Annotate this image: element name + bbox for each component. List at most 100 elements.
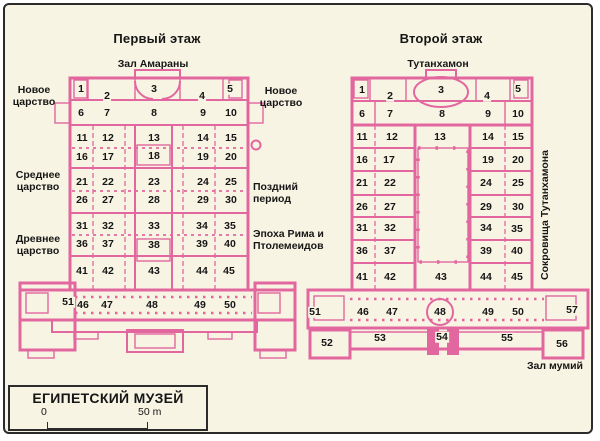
legend-title: ЕГИПЕТСКИЙ МУЗЕЙ: [32, 390, 184, 406]
floor2-room-1: 1: [358, 83, 366, 96]
floor1-room-47: 47: [100, 298, 114, 311]
map-frame: [3, 3, 593, 434]
floor2-room-22: 22: [383, 176, 397, 189]
floor1-room-5: 5: [226, 82, 234, 95]
floor2-room-9: 9: [484, 107, 492, 120]
floor2-room-26: 26: [355, 200, 369, 213]
label-middle-kingdom: Среднее царство: [15, 169, 61, 194]
floor1-room-15: 15: [224, 131, 238, 144]
floor1-room-20: 20: [224, 150, 238, 163]
label-new-kingdom-left: Новое царство: [12, 84, 56, 109]
floor1-room-46: 46: [76, 298, 90, 311]
floor2-room-14: 14: [481, 130, 495, 143]
floor2-room-31: 31: [355, 221, 369, 234]
floor1-room-28: 28: [147, 193, 161, 206]
floor1-room-10: 10: [224, 106, 238, 119]
floor1-room-18: 18: [147, 149, 161, 162]
floor2-room-45: 45: [510, 270, 524, 283]
floor1-room-17: 17: [101, 150, 115, 163]
floor2-room-3: 3: [437, 83, 445, 96]
floor2-room-32: 32: [383, 221, 397, 234]
floor1-room-43: 43: [147, 264, 161, 277]
label-mummy-hall: Зал мумий: [526, 360, 583, 372]
floor1-room-7: 7: [103, 106, 111, 119]
floor2-room-27: 27: [383, 200, 397, 213]
floor2-room-51: 51: [308, 305, 322, 318]
floor1-room-16: 16: [75, 150, 89, 163]
floor1-room-30: 30: [224, 193, 238, 206]
floor2-room-4: 4: [483, 89, 491, 102]
floor2-room-30: 30: [511, 200, 525, 213]
floor2-room-2: 2: [386, 89, 394, 102]
floor2-room-57: 57: [565, 303, 579, 316]
floor2-room-5: 5: [514, 82, 522, 95]
floor1-room-33: 33: [147, 219, 161, 232]
floor1-room-32: 32: [101, 219, 115, 232]
floor2-room-42: 42: [383, 270, 397, 283]
label-old-kingdom: Древнее царство: [15, 233, 61, 258]
floor2-hall-label: Тутанхамон: [407, 58, 469, 70]
floor2-room-52: 52: [320, 336, 334, 349]
floor1-room-25: 25: [224, 175, 238, 188]
legend-box: ЕГИПЕТСКИЙ МУЗЕЙ 0 50 m: [8, 385, 208, 431]
floor2-room-53: 53: [373, 331, 387, 344]
floor2-room-46: 46: [356, 305, 370, 318]
floor1-room-49: 49: [193, 298, 207, 311]
floor2-room-11: 11: [355, 130, 369, 143]
floor2-room-7: 7: [386, 107, 394, 120]
floor1-room-37: 37: [101, 237, 115, 250]
floor1-room-31: 31: [75, 219, 89, 232]
floor1-room-22: 22: [101, 175, 115, 188]
floor2-room-40: 40: [510, 244, 524, 257]
floor2-room-6: 6: [358, 107, 366, 120]
floor1-room-21: 21: [75, 175, 89, 188]
floor1-room-29: 29: [196, 193, 210, 206]
floor2-room-41: 41: [355, 270, 369, 283]
floor2-room-48: 48: [433, 305, 447, 318]
floor1-room-42: 42: [101, 264, 115, 277]
floor1-room-19: 19: [196, 150, 210, 163]
scale-bar: [47, 422, 148, 429]
floor1-room-40: 40: [223, 237, 237, 250]
floor2-room-54: 54: [435, 330, 449, 343]
floor1-room-50: 50: [223, 298, 237, 311]
floor1-room-3: 3: [150, 82, 158, 95]
floor2-room-15: 15: [511, 130, 525, 143]
floor2-room-19: 19: [481, 153, 495, 166]
floor2-room-34: 34: [479, 221, 493, 234]
floor1-room-27: 27: [101, 193, 115, 206]
scale-end-label: 50 m: [138, 406, 162, 418]
floor1-title: Первый этаж: [113, 31, 201, 46]
label-rome-ptolemy: Эпоха Рима и Птолемеидов: [253, 228, 324, 253]
floor1-room-24: 24: [196, 175, 210, 188]
floor1-room-14: 14: [196, 131, 210, 144]
floor1-room-44: 44: [195, 264, 209, 277]
floor2-room-36: 36: [355, 244, 369, 257]
floor1-room-1: 1: [77, 82, 85, 95]
floor1-room-34: 34: [195, 219, 209, 232]
floor1-room-26: 26: [75, 193, 89, 206]
floor2-room-16: 16: [355, 153, 369, 166]
floor2-room-25: 25: [511, 176, 525, 189]
floor1-room-45: 45: [222, 264, 236, 277]
floor2-room-56: 56: [555, 337, 569, 350]
floor2-room-17: 17: [382, 153, 396, 166]
floor1-room-23: 23: [147, 175, 161, 188]
floor1-room-51: 51: [61, 295, 75, 308]
floor2-room-21: 21: [355, 176, 369, 189]
floor2-room-20: 20: [511, 153, 525, 166]
floor2-room-47: 47: [385, 305, 399, 318]
floor1-room-41: 41: [75, 264, 89, 277]
floor1-room-36: 36: [75, 237, 89, 250]
floor1-room-39: 39: [195, 237, 209, 250]
floor2-room-8: 8: [438, 107, 446, 120]
floor2-title: Второй этаж: [399, 31, 483, 46]
floor1-room-6: 6: [77, 106, 85, 119]
floor2-room-44: 44: [479, 270, 493, 283]
label-tutankhamun-treasures: Сокровища Тутанхамона: [539, 150, 551, 280]
label-late-period: Поздний период: [253, 181, 298, 206]
floor2-room-13: 13: [433, 130, 447, 143]
floor1-hall-label: Зал Амараны: [117, 58, 189, 70]
